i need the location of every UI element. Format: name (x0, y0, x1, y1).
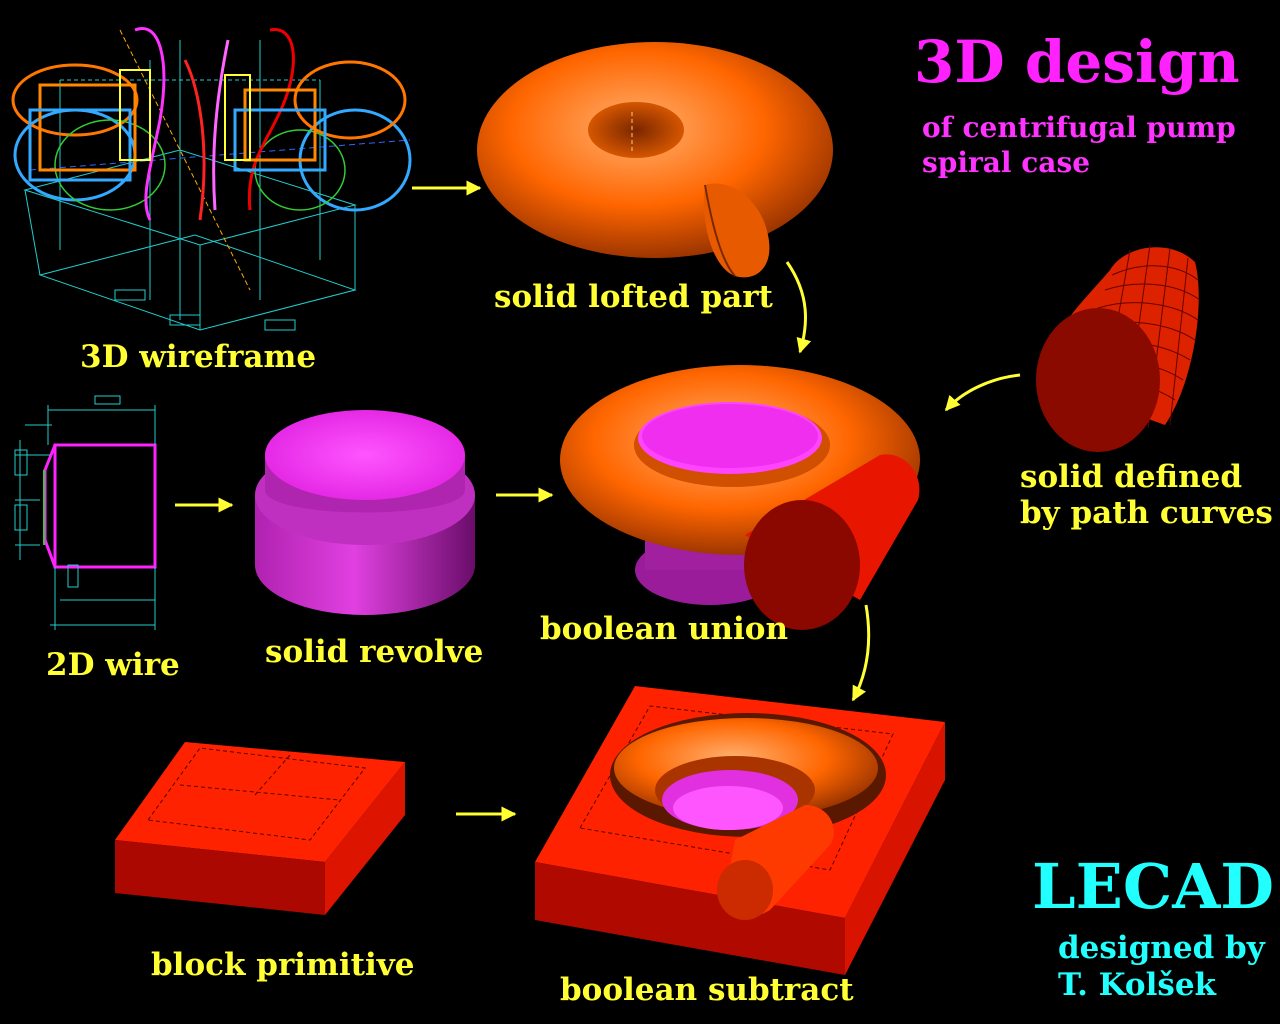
block-figure (115, 742, 405, 915)
label-lofted: solid lofted part (494, 279, 774, 315)
subtitle-line-2: spiral case (922, 146, 1090, 179)
label-revolve: solid revolve (265, 634, 483, 670)
label-path-solid-2: by path curves (1020, 495, 1273, 531)
path-solid-figure (1036, 244, 1201, 452)
credit-line-1: designed by (1058, 930, 1266, 966)
arrow-lofted-to-union (785, 261, 812, 354)
page-title: 3D design (914, 28, 1240, 96)
credit-line-2: T. Kolšek (1058, 967, 1218, 1003)
label-block: block primitive (151, 947, 414, 983)
brand-logo-text: LECAD (1032, 850, 1274, 923)
subtitle-line-1: of centrifugal pump (922, 111, 1236, 144)
label-union: boolean union (540, 611, 788, 647)
union-figure (560, 365, 920, 630)
lofted-part-figure (477, 42, 833, 278)
label-path-solid-1: solid defined (1020, 459, 1242, 495)
label-3d-wireframe: 3D wireframe (80, 339, 316, 375)
arrow-union-to-subtract (851, 604, 871, 702)
arrow-path-to-union (944, 373, 1021, 412)
wire-2d-figure (14, 395, 157, 630)
subtract-figure (535, 686, 945, 975)
revolve-figure (255, 410, 475, 615)
label-2d-wire: 2D wire (46, 647, 180, 683)
wireframe-3d-figure (11, 27, 412, 331)
label-subtract: boolean subtract (560, 972, 854, 1008)
